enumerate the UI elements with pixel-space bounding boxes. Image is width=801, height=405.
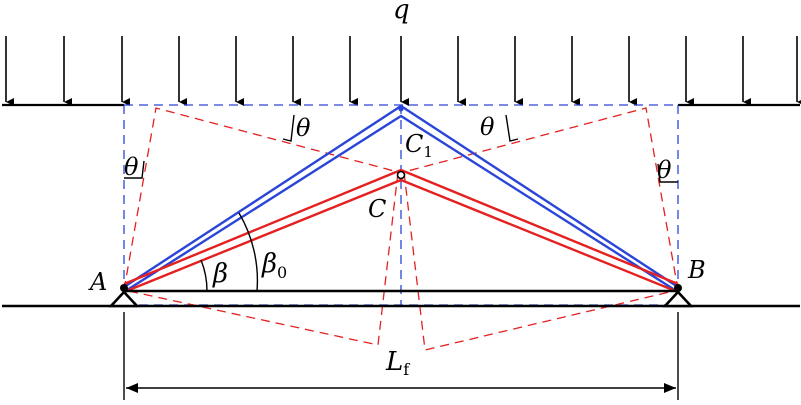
- apex-upper-label: C1: [405, 130, 433, 161]
- apex-label: C: [368, 195, 386, 223]
- span-label: Lf: [385, 347, 410, 379]
- beta0-arc: [238, 212, 259, 292]
- theta-top-left-bracket: [282, 114, 295, 142]
- support-b-label: B: [687, 256, 706, 284]
- right-support: [662, 284, 694, 308]
- load-label: q: [393, 0, 410, 25]
- pin-a: [120, 284, 128, 292]
- support-a-label: A: [88, 268, 107, 296]
- theta-right-label: θ: [657, 156, 672, 184]
- original-truss: [123, 104, 679, 294]
- apex-hinge-c: [396, 170, 406, 180]
- theta-left-label: θ: [124, 153, 139, 181]
- theta-markers: [124, 114, 678, 183]
- apex-node-c1: [398, 106, 404, 112]
- theta-left-bracket: [124, 160, 145, 179]
- beta-label: β: [212, 259, 228, 289]
- theta-top-right-label: θ: [480, 113, 495, 141]
- angle-arcs: [200, 212, 259, 292]
- original-outline-dashed: [123, 104, 679, 306]
- distributed-load: [5, 36, 801, 106]
- theta-top-left-label: θ: [296, 114, 311, 142]
- beta0-label: β0: [261, 249, 287, 282]
- theta-top-right-bracket: [505, 114, 519, 142]
- beta-arc: [200, 259, 208, 292]
- deformed-truss: [123, 168, 679, 294]
- left-support: [108, 284, 140, 308]
- pin-b: [674, 284, 682, 292]
- theta-right-bracket: [657, 163, 678, 183]
- span-dimension: [123, 312, 679, 400]
